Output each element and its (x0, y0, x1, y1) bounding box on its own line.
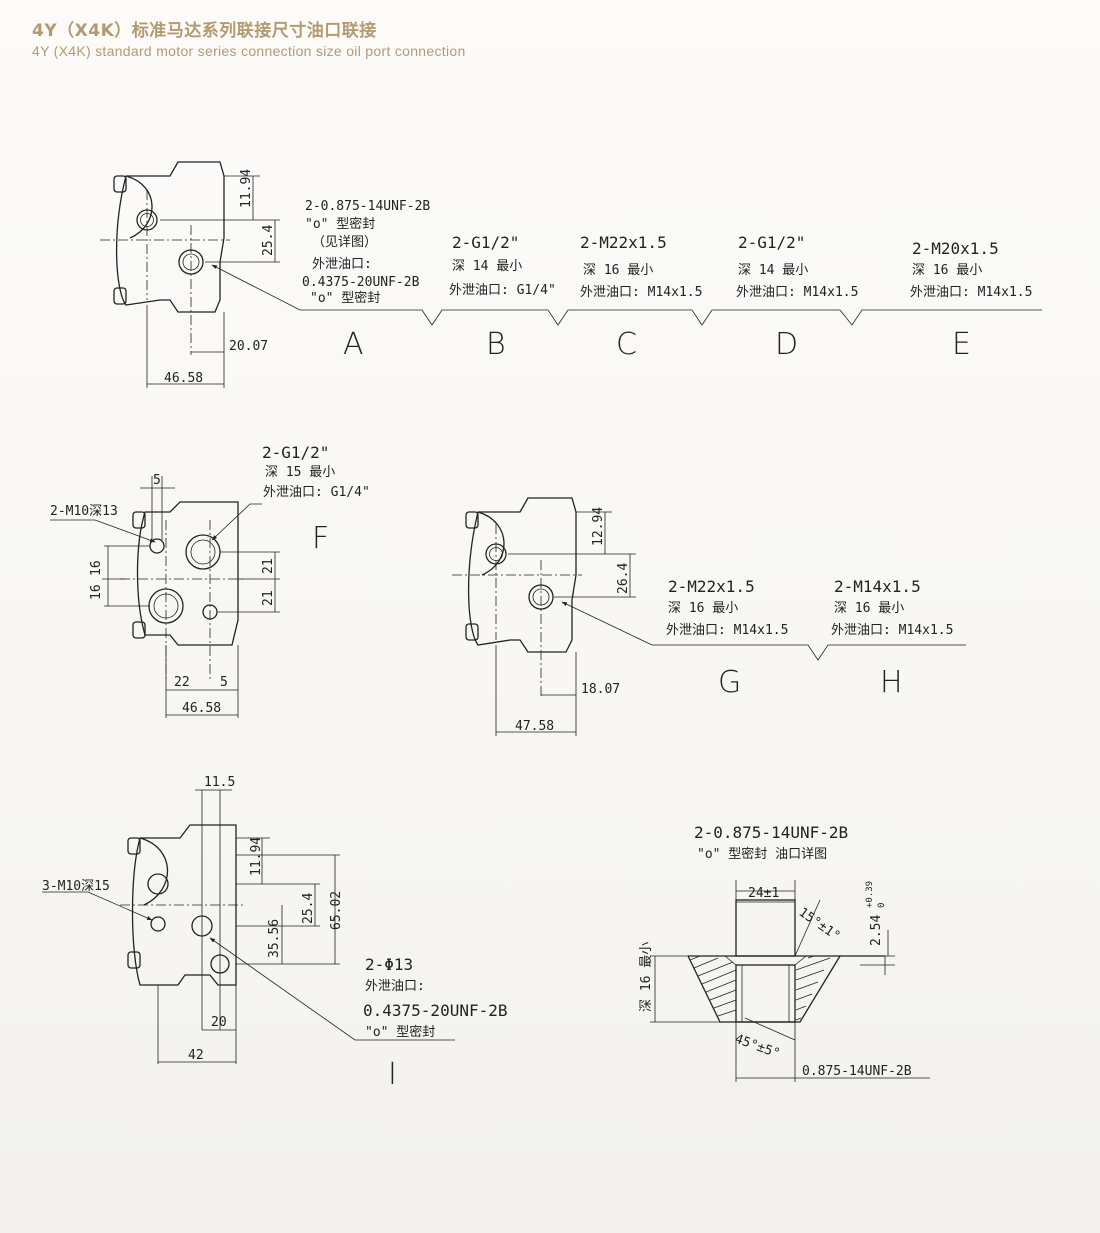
option-h-letter: H (880, 665, 903, 700)
vf-dim-right1: 21 (261, 558, 276, 574)
detail-title1: 2-0.875-14UNF-2B (694, 823, 848, 842)
vi-dim-65-02: 65.02 (329, 891, 344, 930)
view-1-drawing (100, 161, 1042, 388)
detail-depth-tol-up: +0.39 (865, 881, 875, 908)
vf-dim-right2: 21 (261, 590, 276, 606)
option-c-l2: 深 16 最小 (583, 263, 653, 278)
detail-thread: 0.875-14UNF-2B (802, 1064, 912, 1079)
vi-m10-label: 3-M10深15 (42, 879, 110, 894)
v1-dim-11-94: 11.94 (239, 169, 254, 208)
option-d-l3: 外泄油口: M14x1.5 (736, 285, 858, 300)
option-e-l2: 深 16 最小 (912, 263, 982, 278)
vi-dim-b2: 42 (188, 1048, 204, 1063)
v1-port-note-l1: 2-0.875-14UNF-2B (305, 199, 430, 214)
option-b-l1: 2-G1/2" (452, 233, 519, 252)
detail-chamfer: 45°±5° (733, 1032, 782, 1062)
view-f-drawing (50, 476, 280, 718)
vgh-dim-26-4: 26.4 (616, 563, 631, 594)
vf-dim-b3: 46.58 (182, 701, 221, 716)
vi-dim-b1: 20 (211, 1015, 227, 1030)
option-a-letter: A (343, 327, 364, 362)
header: 4Y（X4K）标准马达系列联接尺寸油口联接 4Y (X4K) standard … (32, 16, 466, 59)
vi-dim-11-94: 11.94 (249, 837, 264, 876)
vi-note-l1: 2-Φ13 (365, 955, 413, 974)
option-d-letter: D (775, 327, 798, 362)
detail-title2: "o" 型密封 油口详图 (697, 846, 827, 862)
vf-note-l3: 外泄油口: G1/4" (263, 485, 370, 500)
option-e-l1: 2-M20x1.5 (912, 239, 999, 258)
option-h-l2: 深 16 最小 (834, 601, 904, 616)
detail-depth-a: 2.54 (869, 915, 884, 946)
vf-dim-left2: 16 (89, 560, 104, 576)
option-g-l1: 2-M22x1.5 (668, 577, 755, 596)
option-g-letter: G (718, 665, 741, 700)
vf-dim-b1: 22 (174, 675, 190, 690)
option-i-letter: I (388, 1057, 397, 1092)
option-c-l1: 2-M22x1.5 (580, 233, 667, 252)
vf-m10-label: 2-M10深13 (50, 504, 118, 519)
detail-depth-label: 深 16 最小 (639, 942, 654, 1012)
vgh-dim-12-94: 12.94 (591, 507, 606, 546)
vf-dim-top: 5 (153, 473, 161, 488)
vgh-dim-47-58: 47.58 (515, 719, 554, 734)
vi-dim-25-4: 25.4 (301, 893, 316, 924)
option-d-l1: 2-G1/2" (738, 233, 805, 252)
vf-note-l1: 2-G1/2" (262, 443, 329, 462)
v1-port-note-l6: "o" 型密封 (310, 290, 380, 306)
detail-width: 24±1 (748, 886, 779, 901)
option-b-l2: 深 14 最小 (452, 259, 522, 274)
v1-port-note-l3: （见详图） (312, 235, 377, 250)
vi-dim-top: 11.5 (204, 775, 235, 790)
v1-port-note-l4: 外泄油口: (312, 257, 372, 272)
port-detail-drawing (650, 880, 930, 1082)
option-f-letter: F (312, 521, 329, 556)
vf-dim-left1: 16 (89, 584, 104, 600)
v1-dim-46-58: 46.58 (164, 371, 203, 386)
detail-depth-tol-dn: 0 (877, 903, 887, 908)
vi-note-l4: "o" 型密封 (365, 1024, 435, 1040)
view-gh-drawing (452, 497, 966, 736)
option-e-l3: 外泄油口: M14x1.5 (910, 285, 1032, 300)
page-subtitle: 4Y (X4K) standard motor series connectio… (32, 43, 466, 59)
option-g-l2: 深 16 最小 (668, 601, 738, 616)
page-title: 4Y（X4K）标准马达系列联接尺寸油口联接 (32, 21, 377, 41)
vf-note-l2: 深 15 最小 (265, 465, 335, 480)
option-e-letter: E (952, 327, 971, 362)
v1-dim-20-07: 20.07 (229, 339, 268, 354)
option-b-l3: 外泄油口: G1/4" (449, 283, 556, 298)
vgh-dim-18-07: 18.07 (581, 682, 620, 697)
v1-dim-25-4: 25.4 (261, 225, 276, 256)
view-i-drawing (42, 789, 455, 1064)
option-b-letter: B (486, 327, 506, 362)
option-c-l3: 外泄油口: M14x1.5 (580, 285, 702, 300)
vf-dim-b2: 5 (220, 675, 228, 690)
option-d-l2: 深 14 最小 (738, 263, 808, 278)
option-h-l1: 2-M14x1.5 (834, 577, 921, 596)
option-h-l3: 外泄油口: M14x1.5 (831, 623, 953, 638)
vi-note-l3: 0.4375-20UNF-2B (363, 1001, 508, 1020)
vi-note-l2: 外泄油口: (365, 979, 425, 994)
option-c-letter: C (616, 327, 637, 362)
option-g-l3: 外泄油口: M14x1.5 (666, 623, 788, 638)
vi-dim-35-56: 35.56 (267, 919, 282, 958)
v1-port-note-l2: "o" 型密封 (305, 216, 375, 232)
v1-port-note-l5: 0.4375-20UNF-2B (302, 275, 420, 290)
